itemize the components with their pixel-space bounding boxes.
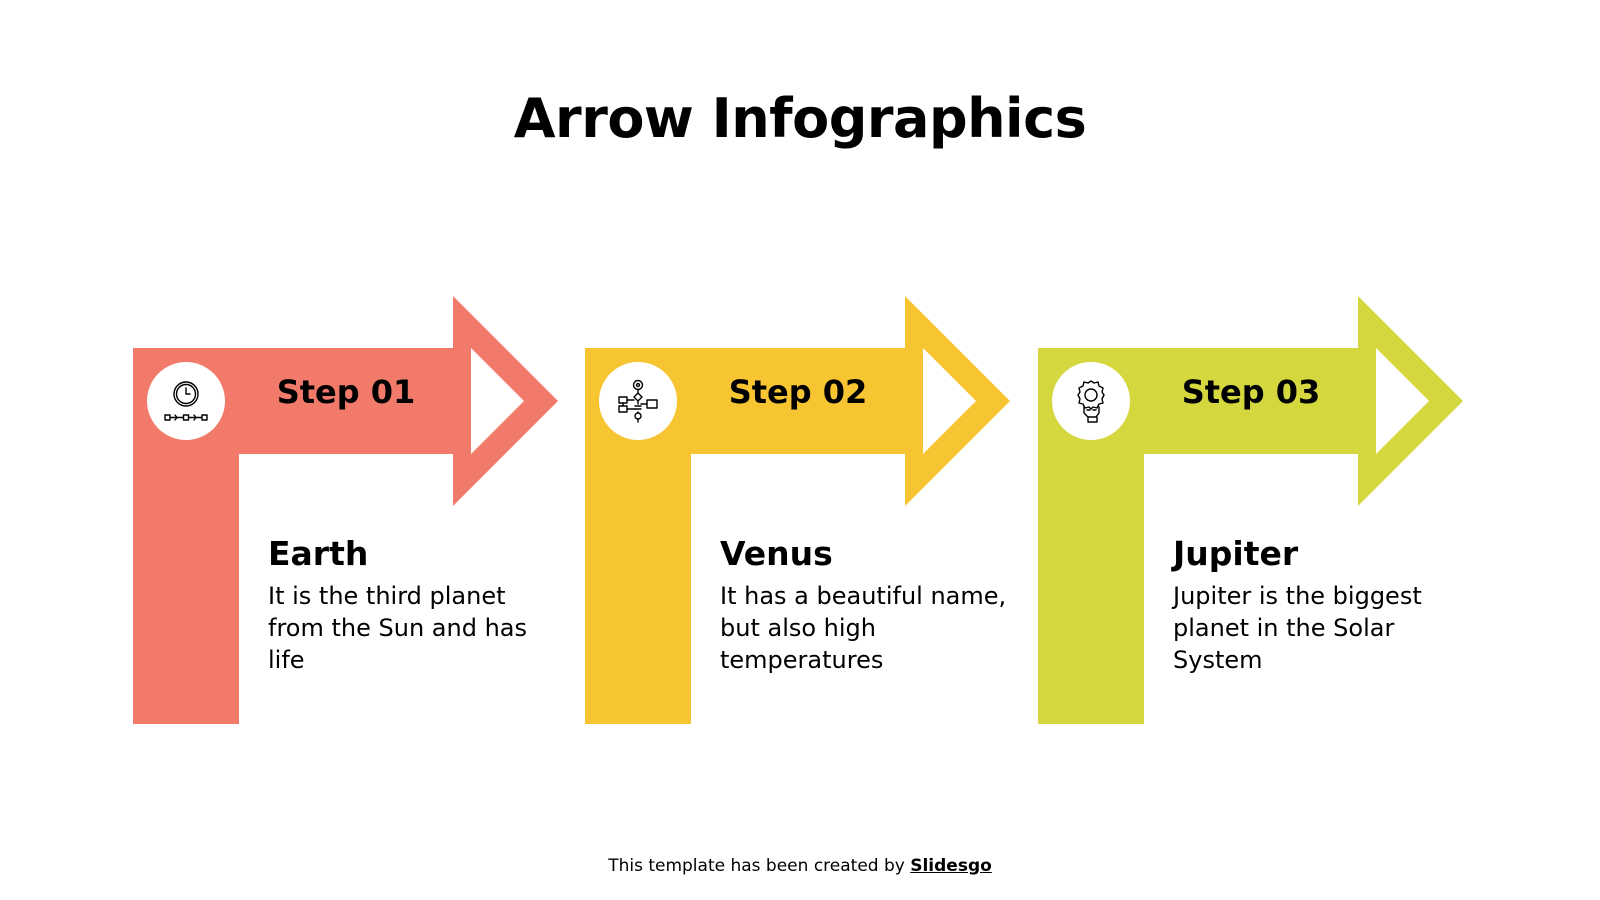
timeline-clock-icon	[164, 381, 208, 421]
credit-text: This template has been created by	[608, 856, 911, 876]
step-label: Step 02	[728, 373, 868, 411]
step-title: Earth	[268, 534, 369, 573]
icon-circle	[147, 362, 225, 440]
step-card-2: Step 02 Venus It has a beautiful name, b…	[585, 0, 1025, 900]
slidesgo-link[interactable]: Slidesgo	[910, 856, 992, 876]
step-title: Venus	[720, 534, 833, 573]
step-card-1: Step 01 Earth It is the third planet fro…	[133, 0, 573, 900]
step-description: Jupiter is the biggest planet in the Sol…	[1173, 582, 1422, 674]
arrow-notch	[923, 348, 976, 454]
arrow-notch	[471, 348, 524, 454]
step-title: Jupiter	[1173, 534, 1299, 573]
flowchart-gear-icon	[618, 379, 658, 423]
step-arrow-shape	[133, 296, 558, 724]
arrow-path	[133, 296, 558, 724]
arrow-notch	[1376, 348, 1429, 454]
step-arrow-shape	[1038, 296, 1463, 724]
template-credit: This template has been created by Slides…	[0, 854, 1600, 878]
icon-circle	[1052, 362, 1130, 440]
step-label: Step 03	[1181, 373, 1321, 411]
icon-circle	[599, 362, 677, 440]
arrow-path	[1038, 296, 1463, 724]
step-description: It is the third planet from the Sun and …	[268, 582, 527, 674]
step-description: It has a beautiful name, but also high t…	[720, 582, 1007, 674]
gear-hand-icon	[1077, 380, 1105, 423]
step-card-3: Step 03 Jupiter Jupiter is the biggest p…	[1038, 0, 1478, 900]
step-arrow-shape	[585, 296, 1010, 724]
arrow-path	[585, 296, 1010, 724]
step-label: Step 01	[276, 373, 416, 411]
page-title: Arrow Infographics	[513, 87, 1087, 150]
